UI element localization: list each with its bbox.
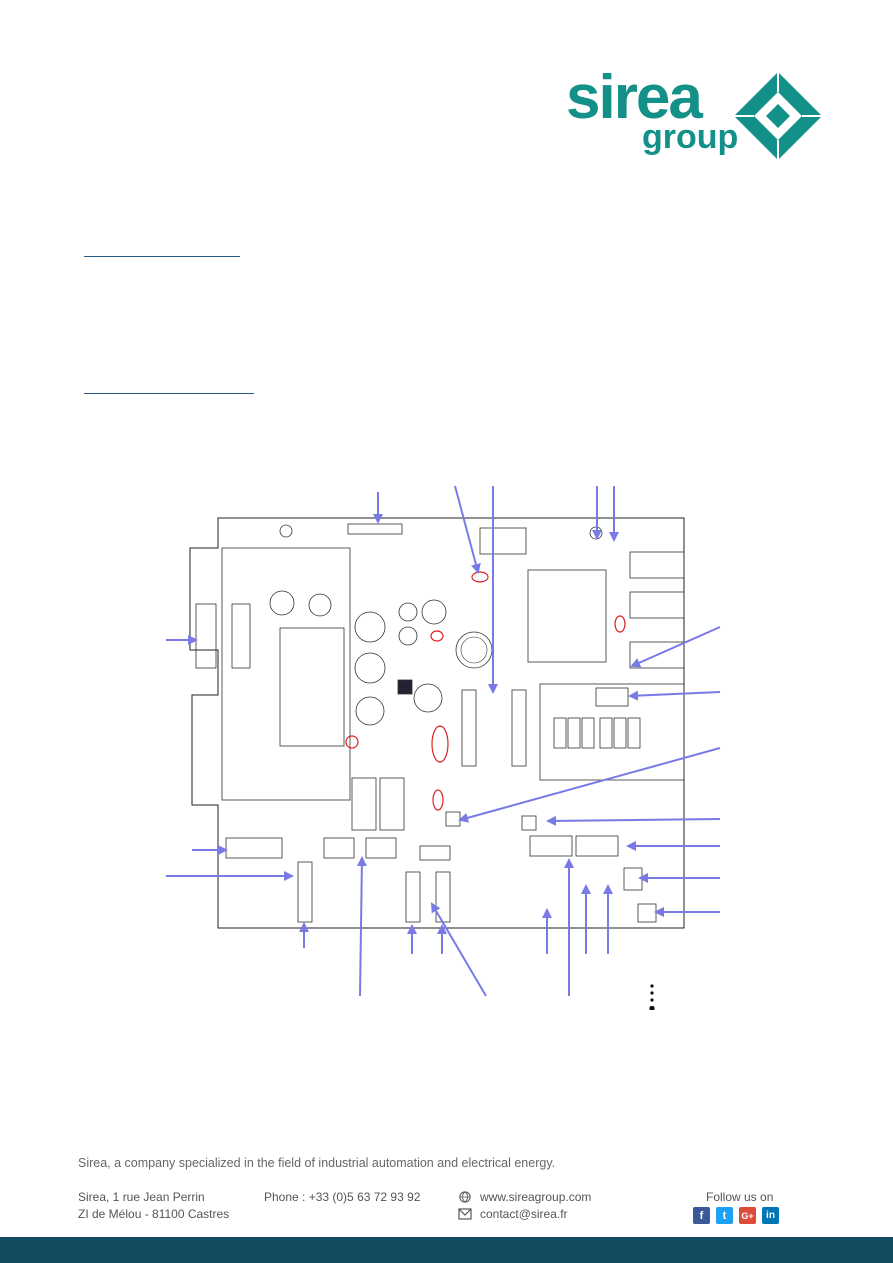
linkedin-icon[interactable]: in [762,1207,779,1224]
follow-label: Follow us on [706,1190,774,1204]
footer-address: Sirea, 1 rue Jean Perrin ZI de Mélou - 8… [78,1189,229,1223]
mail-icon [458,1208,472,1220]
facebook-icon[interactable]: f [693,1207,710,1224]
pcb-board-diagram [166,485,721,1010]
sirea-group-logo: sirea group [560,63,825,168]
address-line-1: Sirea, 1 rue Jean Perrin [78,1190,205,1204]
phone-text: Phone : +33 (0)5 63 72 93 92 [264,1190,421,1204]
logo-diamond-icon [734,72,822,160]
globe-icon [459,1191,471,1203]
board-outline [189,517,685,929]
heading-underline-1 [84,256,240,257]
address-line-2: ZI de Mélou - 81100 Castres [78,1207,230,1221]
footer-contact: www.sireagroup.com contact@sirea.fr [458,1189,591,1223]
footer-bar [0,1237,893,1263]
callout-arrows [166,485,721,997]
logo-group-text: group [642,118,739,156]
twitter-icon[interactable]: t [716,1207,733,1224]
heading-underline-2 [84,393,254,394]
footer-tagline: Sirea, a company specialized in the fiel… [78,1156,556,1170]
footer-follow: Follow us on [706,1189,773,1206]
footer-phone: Phone : +33 (0)5 63 72 93 92 [264,1189,420,1206]
logo-wordmark: sirea [566,63,703,132]
email-link[interactable]: contact@sirea.fr [480,1207,568,1221]
google-plus-icon[interactable]: G+ [739,1207,756,1224]
social-links: f t G+ in [693,1207,779,1224]
website-link[interactable]: www.sireagroup.com [480,1190,592,1204]
